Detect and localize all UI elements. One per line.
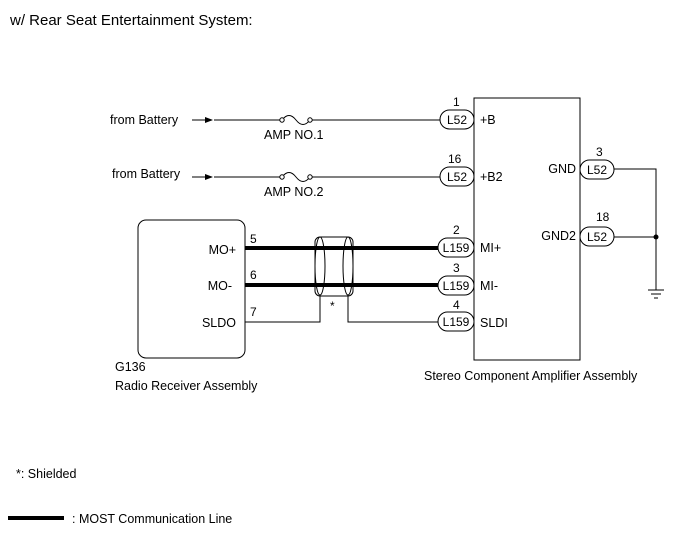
connector-label: L159 <box>443 279 470 293</box>
connector-label: L52 <box>447 170 467 184</box>
connector-l159-pin3: L159 <box>437 275 475 296</box>
radio-pin-mo-minus: MO- <box>208 279 232 293</box>
radio-pin-number-6: 6 <box>250 268 257 282</box>
amp-pin-gnd2: GND2 <box>541 229 576 243</box>
radio-pin-sldo: SLDO <box>202 316 236 330</box>
connector-label: L52 <box>587 163 607 177</box>
amp-pin-b: +B <box>480 113 496 127</box>
legend-shielded: *: Shielded <box>16 467 77 481</box>
fuse-label-1: AMP NO.1 <box>264 128 324 142</box>
amp-pin-number-gnd2-18: 18 <box>596 210 610 224</box>
battery-label-1: from Battery <box>110 113 179 127</box>
wire-sldi <box>347 296 440 323</box>
junction-dot <box>653 234 659 240</box>
connector-label: L159 <box>443 315 470 329</box>
connector-l52-pin1: L52 <box>439 109 475 130</box>
ground-icon <box>648 289 664 299</box>
amp-pin-mi-plus: MI+ <box>480 241 501 255</box>
connector-l52-pin18: L52 <box>579 226 615 247</box>
shield-edge-right <box>342 236 354 296</box>
connector-l52-pin3: L52 <box>579 159 615 180</box>
radio-pin-mo-plus: MO+ <box>209 243 236 257</box>
radio-pin-number-7: 7 <box>250 305 257 319</box>
amp-pin-number-2: 2 <box>453 223 460 237</box>
wire-sldo <box>245 296 321 323</box>
amp-pin-number-16: 16 <box>448 152 462 166</box>
fuse-label-2: AMP NO.2 <box>264 185 324 199</box>
radio-receiver-box <box>137 219 246 359</box>
connector-l159-pin4: L159 <box>437 311 475 332</box>
amp-pin-b2: +B2 <box>480 170 503 184</box>
amp-pin-number-gnd-3: 3 <box>596 145 603 159</box>
amplifier-name: Stereo Component Amplifier Assembly <box>424 369 638 383</box>
amp-pin-mi-minus: MI- <box>480 279 498 293</box>
connector-l159-pin2: L159 <box>437 237 475 258</box>
fuse-symbol-2 <box>281 172 311 182</box>
fuse-terminal <box>307 117 313 123</box>
legend-most-line: : MOST Communication Line <box>72 512 232 526</box>
connector-label: L52 <box>447 113 467 127</box>
fuse-symbol-1 <box>281 115 311 125</box>
battery-label-2: from Battery <box>112 167 181 181</box>
radio-pin-number-5: 5 <box>250 232 257 246</box>
wire-gnd <box>614 168 657 290</box>
shield-marker: * <box>330 299 335 313</box>
connector-label: L159 <box>443 241 470 255</box>
fuse-terminal <box>307 174 313 180</box>
fuse-terminal <box>279 174 285 180</box>
amplifier-box <box>473 97 581 361</box>
shield-outline <box>314 236 354 297</box>
amp-pin-sldi: SLDI <box>480 316 508 330</box>
shield-edge-left <box>314 236 326 296</box>
amp-pin-number-3: 3 <box>453 261 460 275</box>
diagram-title: w/ Rear Seat Entertainment System: <box>9 12 253 29</box>
radio-receiver-code: G136 <box>115 360 146 374</box>
amp-pin-gnd: GND <box>548 162 576 176</box>
connector-label: L52 <box>587 230 607 244</box>
radio-receiver-name: Radio Receiver Assembly <box>115 379 258 393</box>
amp-pin-number-4: 4 <box>453 298 460 312</box>
amp-pin-number-1: 1 <box>453 95 460 109</box>
fuse-terminal <box>279 117 285 123</box>
connector-l52-pin16: L52 <box>439 166 475 187</box>
